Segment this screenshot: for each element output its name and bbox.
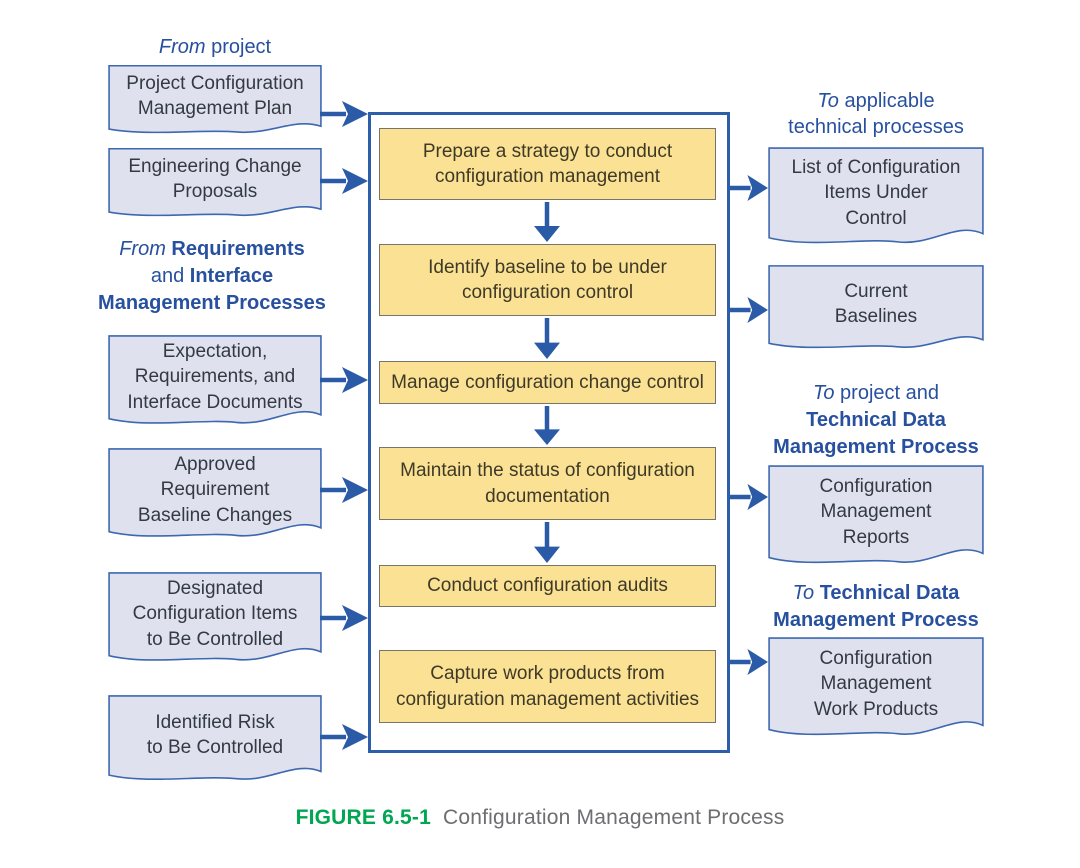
input-doc-designated-configuration-items: Designated Configuration Items to Be Con… bbox=[108, 572, 322, 666]
doc-text: Configuration Management Reports bbox=[819, 475, 933, 548]
arrow-input-engineering-change bbox=[320, 166, 368, 196]
label-to-project-technical-data: To project and Technical Data Management… bbox=[760, 380, 992, 461]
doc-text: Current Baselines bbox=[834, 280, 918, 327]
doc-text: Expectation, Requirements, and Interface… bbox=[127, 340, 303, 413]
document-shape bbox=[768, 637, 984, 741]
document-shape bbox=[768, 147, 984, 249]
label-from-requirements-interface: From Requirements and Interface Manageme… bbox=[86, 236, 338, 317]
arrow-input-expectation-docs bbox=[320, 365, 368, 395]
label-to-applicable-technical-processes: To applicable technical processes bbox=[760, 88, 992, 140]
doc-text: Project Configuration Management Plan bbox=[126, 72, 304, 119]
document-shape bbox=[108, 695, 322, 785]
process-step-conduct-audits: Conduct configuration audits bbox=[379, 565, 716, 607]
arrow-down-step3-step4 bbox=[534, 406, 560, 445]
label-line: Management Process bbox=[773, 609, 979, 631]
output-doc-current-baselines: Current Baselines bbox=[768, 265, 984, 353]
input-doc-approved-requirement-baseline-changes: Approved Requirement Baseline Changes bbox=[108, 448, 322, 542]
arrow-input-identified-risk bbox=[320, 722, 368, 752]
arrow-down-step2-step3 bbox=[534, 318, 560, 359]
document-shape bbox=[768, 465, 984, 569]
input-doc-project-configuration-management-plan: Project Configuration Management Plan bbox=[108, 65, 322, 137]
doc-text: List of Configuration Items Under Contro… bbox=[791, 156, 961, 229]
document-shape bbox=[108, 65, 322, 137]
arrow-input-project-plan bbox=[320, 99, 368, 129]
input-doc-expectation-requirements-interface-documents: Expectation, Requirements, and Interface… bbox=[108, 335, 322, 429]
label-line: From Requirements bbox=[119, 238, 305, 260]
arrow-input-approved-baseline-changes bbox=[320, 475, 368, 505]
doc-text: Configuration Management Work Products bbox=[813, 647, 939, 720]
figure-caption: FIGURE 6.5-1 Configuration Management Pro… bbox=[0, 806, 1080, 830]
doc-text: Approved Requirement Baseline Changes bbox=[137, 453, 293, 526]
figure-caption-title: Configuration Management Process bbox=[443, 806, 785, 829]
arrow-output-cm-reports bbox=[730, 482, 768, 512]
output-doc-configuration-management-reports: Configuration Management Reports bbox=[768, 465, 984, 569]
output-doc-configuration-management-work-products: Configuration Management Work Products bbox=[768, 637, 984, 741]
label-line: Management Processes bbox=[98, 292, 326, 314]
label-line: To applicable bbox=[817, 90, 935, 112]
document-shape bbox=[108, 335, 322, 429]
label-line: Technical Data bbox=[806, 409, 946, 431]
process-step-capture-work-products: Capture work products from configuration… bbox=[379, 650, 716, 723]
label-line: To Technical Data bbox=[792, 582, 960, 604]
arrow-output-current-baselines bbox=[730, 295, 768, 325]
document-shape bbox=[108, 448, 322, 542]
label-line: technical processes bbox=[788, 116, 964, 138]
document-shape bbox=[768, 265, 984, 353]
label-segment: From bbox=[158, 36, 206, 58]
input-doc-engineering-change-proposals: Engineering Change Proposals bbox=[108, 148, 322, 220]
input-doc-identified-risk: Identified Risk to Be Controlled bbox=[108, 695, 322, 785]
doc-text: Engineering Change Proposals bbox=[128, 155, 302, 202]
arrow-down-step1-step2 bbox=[534, 202, 560, 242]
arrow-output-cm-work-products bbox=[730, 647, 768, 677]
arrow-down-step4-step5 bbox=[534, 522, 560, 563]
doc-text: Identified Risk to Be Controlled bbox=[146, 711, 284, 758]
label-line: To project and bbox=[812, 382, 940, 404]
process-step-prepare-strategy: Prepare a strategy to conduct configurat… bbox=[379, 128, 716, 200]
label-line: Management Process bbox=[773, 436, 979, 458]
figure-caption-number: FIGURE 6.5-1 bbox=[295, 806, 431, 829]
label-from-project: From project bbox=[108, 34, 322, 60]
label-to-technical-data: To Technical Data Management Process bbox=[760, 580, 992, 634]
document-shape bbox=[108, 148, 322, 220]
arrow-output-list-config-items bbox=[730, 173, 768, 203]
process-step-manage-change-control: Manage configuration change control bbox=[379, 361, 716, 404]
doc-text: Designated Configuration Items to Be Con… bbox=[132, 577, 298, 650]
label-segment: project bbox=[205, 36, 272, 58]
document-shape bbox=[108, 572, 322, 666]
output-doc-list-configuration-items: List of Configuration Items Under Contro… bbox=[768, 147, 984, 249]
process-step-maintain-status: Maintain the status of configuration doc… bbox=[379, 447, 716, 520]
arrow-input-designated-items bbox=[320, 603, 368, 633]
label-line: and Interface bbox=[150, 265, 274, 287]
process-step-identify-baseline: Identify baseline to be under configurat… bbox=[379, 244, 716, 316]
